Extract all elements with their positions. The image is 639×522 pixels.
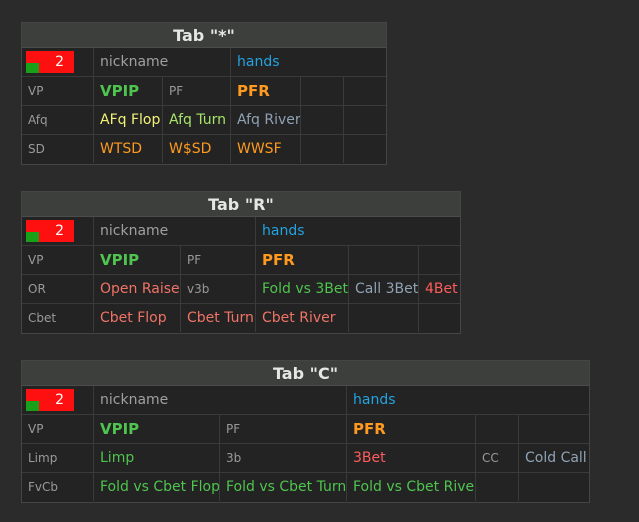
badge-corner-marker bbox=[26, 401, 39, 411]
badge-number: 2 bbox=[55, 54, 64, 70]
badge-corner-marker bbox=[26, 63, 39, 73]
stat-fold-vs-cbet-flop: Fold vs Cbet Flop bbox=[94, 473, 220, 501]
empty-cell bbox=[344, 135, 386, 163]
empty-cell bbox=[419, 246, 460, 274]
stat-pfr: PFR bbox=[347, 415, 476, 443]
row-label: VP bbox=[22, 415, 94, 443]
cc-label: CC bbox=[476, 444, 519, 472]
hud-row-vp: VP VPIP PF PFR bbox=[22, 246, 460, 275]
stat-cbet-turn: Cbet Turn bbox=[181, 304, 256, 332]
hud-row-vp: VP VPIP PF PFR bbox=[22, 415, 589, 444]
stat-cold-call: Cold Call bbox=[525, 450, 587, 466]
v3b-label: v3b bbox=[181, 275, 256, 303]
stat-afq-flop: AFq Flop bbox=[94, 106, 163, 134]
empty-cell bbox=[519, 473, 589, 501]
nickname-cell: nickname bbox=[94, 48, 231, 76]
pf-label: PF bbox=[181, 246, 256, 274]
stat-call-3bet: Call 3Bet bbox=[349, 275, 419, 303]
hud-row-header: 2 nickname hands bbox=[22, 386, 589, 415]
player-badge-cell[interactable]: 2 bbox=[22, 217, 94, 245]
player-badge-cell[interactable]: 2 bbox=[22, 48, 94, 76]
player-badge: 2 bbox=[26, 389, 74, 411]
stat-open-raise: Open Raise bbox=[94, 275, 181, 303]
row-label: Cbet bbox=[22, 304, 94, 332]
stat-cbet-river: Cbet River bbox=[256, 304, 349, 332]
player-badge: 2 bbox=[26, 220, 74, 242]
3b-label: 3b bbox=[220, 444, 347, 472]
hands-cell: hands bbox=[237, 54, 280, 70]
empty-cell bbox=[519, 415, 589, 443]
player-badge: 2 bbox=[26, 51, 74, 73]
stat-pfr: PFR bbox=[256, 246, 349, 274]
pf-label: PF bbox=[220, 415, 347, 443]
hud-row-header: 2 nickname hands bbox=[22, 48, 386, 77]
empty-cell bbox=[344, 77, 386, 105]
empty-cell bbox=[301, 135, 344, 163]
row-label: OR bbox=[22, 275, 94, 303]
empty-cell bbox=[349, 246, 419, 274]
stat-fold-vs-3bet: Fold vs 3Bet bbox=[256, 275, 349, 303]
stat-wsd: W$SD bbox=[163, 135, 231, 163]
panel-title: Tab "C" bbox=[22, 361, 589, 386]
empty-cell bbox=[476, 415, 519, 443]
empty-cell bbox=[349, 304, 419, 332]
stat-vpip: VPIP bbox=[94, 246, 181, 274]
hud-row-fvcb: FvCb Fold vs Cbet Flop Fold vs Cbet Turn… bbox=[22, 473, 589, 501]
panel-title: Tab "R" bbox=[22, 192, 460, 217]
hud-row-or: OR Open Raise v3b Fold vs 3Bet Call 3Bet… bbox=[22, 275, 460, 304]
stat-wtsd: WTSD bbox=[94, 135, 163, 163]
row-label: Limp bbox=[22, 444, 94, 472]
row-label: FvCb bbox=[22, 473, 94, 501]
hud-row-afq: Afq AFq Flop Afq Turn Afq River bbox=[22, 106, 386, 135]
stat-4bet: 4Bet bbox=[425, 281, 458, 297]
hands-cell: hands bbox=[353, 392, 396, 408]
stat-fold-vs-cbet-turn: Fold vs Cbet Turn bbox=[220, 473, 347, 501]
stat-3bet: 3Bet bbox=[347, 444, 476, 472]
stat-fold-vs-cbet-river: Fold vs Cbet River bbox=[347, 473, 476, 501]
player-badge-cell[interactable]: 2 bbox=[22, 386, 94, 414]
row-label: VP bbox=[22, 77, 94, 105]
empty-cell bbox=[344, 106, 386, 134]
stat-afq-turn: Afq Turn bbox=[163, 106, 231, 134]
hud-panel-star: Tab "*" 2 nickname hands VP VPIP PF PFR … bbox=[21, 22, 387, 165]
hud-row-cbet: Cbet Cbet Flop Cbet Turn Cbet River bbox=[22, 304, 460, 332]
stat-limp: Limp bbox=[94, 444, 220, 472]
hud-row-limp: Limp Limp 3b 3Bet CC Cold Call bbox=[22, 444, 589, 473]
stat-afq-river: Afq River bbox=[231, 106, 301, 134]
row-label: SD bbox=[22, 135, 94, 163]
stat-cbet-flop: Cbet Flop bbox=[94, 304, 181, 332]
empty-cell bbox=[419, 304, 460, 332]
empty-cell bbox=[301, 106, 344, 134]
stat-vpip: VPIP bbox=[94, 77, 163, 105]
nickname-cell: nickname bbox=[94, 386, 347, 414]
empty-cell bbox=[476, 473, 519, 501]
hands-cell: hands bbox=[262, 223, 305, 239]
nickname-cell: nickname bbox=[94, 217, 256, 245]
hud-row-header: 2 nickname hands bbox=[22, 217, 460, 246]
hud-row-vp: VP VPIP PF PFR bbox=[22, 77, 386, 106]
badge-number: 2 bbox=[55, 392, 64, 408]
badge-corner-marker bbox=[26, 232, 39, 242]
panel-title: Tab "*" bbox=[22, 23, 386, 48]
stat-vpip: VPIP bbox=[94, 415, 220, 443]
empty-cell bbox=[301, 77, 344, 105]
row-label: Afq bbox=[22, 106, 94, 134]
hud-panel-c: Tab "C" 2 nickname hands VP VPIP PF PFR … bbox=[21, 360, 590, 503]
row-label: VP bbox=[22, 246, 94, 274]
stat-pfr: PFR bbox=[231, 77, 301, 105]
stat-wwsf: WWSF bbox=[231, 135, 301, 163]
hud-panel-r: Tab "R" 2 nickname hands VP VPIP PF PFR … bbox=[21, 191, 461, 334]
hud-row-sd: SD WTSD W$SD WWSF bbox=[22, 135, 386, 163]
pf-label: PF bbox=[163, 77, 231, 105]
badge-number: 2 bbox=[55, 223, 64, 239]
